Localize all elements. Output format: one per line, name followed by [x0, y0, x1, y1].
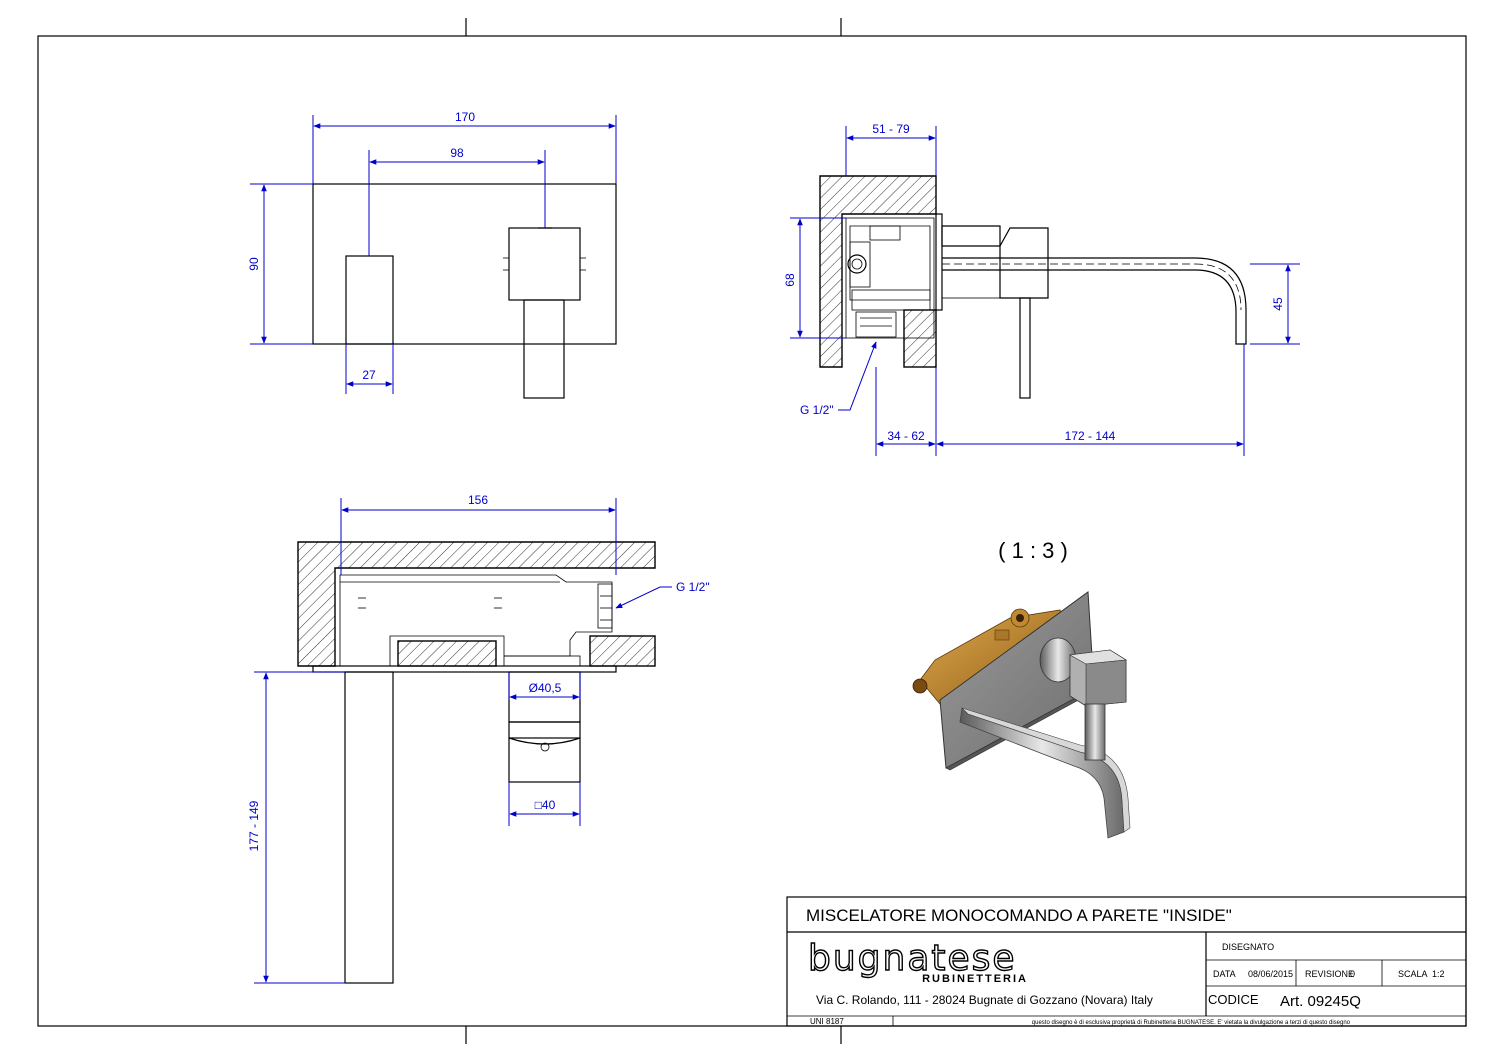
dim-front-small: 27	[362, 368, 376, 382]
svg-text:bugnatese: bugnatese	[808, 938, 1017, 979]
dim-front-spacing: 98	[450, 146, 464, 160]
scale-value: 1:2	[1432, 969, 1445, 979]
ownership-notice: questo disegno è di esclusiva proprietà …	[1032, 1020, 1351, 1026]
side-view: 51 - 79 68 45 G 1/2" 34 - 62 172 - 144	[783, 122, 1300, 456]
render-scale-label: ( 1 : 3 )	[998, 538, 1068, 563]
dim-side-height: 68	[783, 273, 797, 287]
standard-label: UNI 8187	[810, 1017, 844, 1026]
front-view: 170 98 90 27	[247, 110, 617, 399]
brand-logo: bugnatese RUBINETTERIA	[807, 937, 1028, 985]
title-block: MISCELATORE MONOCOMANDO A PARETE "INSIDE…	[786, 896, 1467, 1027]
revision-value: 0	[1350, 969, 1355, 979]
drawing-frame	[37, 35, 1467, 1027]
side-spout	[942, 257, 1247, 345]
dim-front-width: 170	[455, 110, 475, 124]
code-value: Art. 09245Q	[1280, 993, 1361, 1010]
front-spout	[345, 255, 394, 345]
dim-side-depth: 51 - 79	[872, 122, 910, 136]
dim-top-connection: G 1/2"	[676, 580, 710, 594]
top-wall-section	[297, 541, 656, 667]
top-view: 156 G 1/2" Ø40,5 □40 177 - 149	[247, 493, 710, 984]
dim-top-width: 156	[468, 493, 488, 507]
dim-front-height: 90	[247, 257, 261, 271]
front-handle	[508, 227, 581, 301]
date-value: 08/06/2015	[1248, 969, 1293, 979]
dim-top-square: □40	[535, 798, 556, 812]
front-plate	[312, 183, 617, 345]
top-spout	[344, 671, 394, 984]
designed-label: DISEGNATO	[1222, 942, 1274, 952]
drawing-title: MISCELATORE MONOCOMANDO A PARETE "INSIDE…	[806, 906, 1232, 925]
front-handle-body	[523, 299, 565, 399]
code-label: CODICE	[1208, 992, 1259, 1007]
side-handle-lever	[1019, 297, 1031, 399]
scale-label: SCALA	[1398, 969, 1428, 979]
top-handle	[508, 737, 581, 783]
svg-text:RUBINETTERIA: RUBINETTERIA	[922, 973, 1028, 985]
dim-top-diameter: Ø40,5	[529, 681, 562, 695]
company-address: Via C. Rolando, 111 - 28024 Bugnate di G…	[816, 993, 1153, 1007]
dim-side-drop: 45	[1271, 297, 1285, 311]
product-render	[912, 591, 1131, 839]
dim-side-wall: 34 - 62	[887, 429, 925, 443]
dim-side-reach: 172 - 144	[1065, 429, 1116, 443]
revision-label: REVISIONE	[1305, 969, 1354, 979]
date-label: DATA	[1213, 969, 1236, 979]
dim-side-connection: G 1/2"	[800, 403, 834, 417]
dim-top-length: 177 - 149	[247, 800, 261, 851]
